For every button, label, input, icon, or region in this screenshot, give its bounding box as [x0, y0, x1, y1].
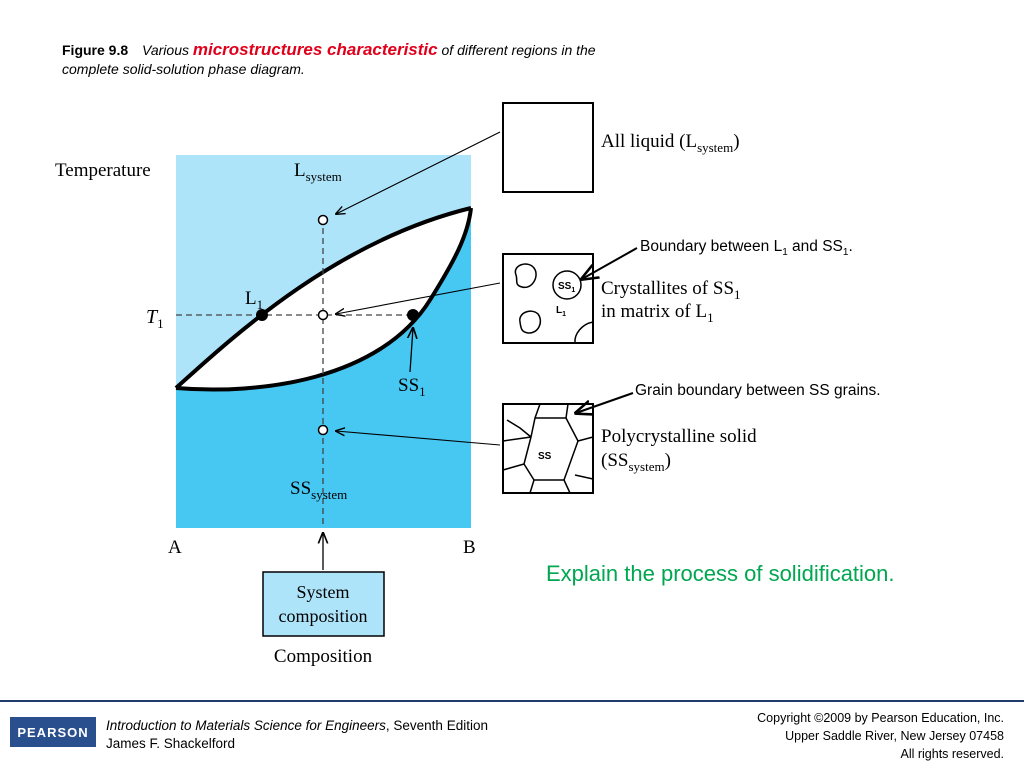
copyright-notice: Copyright ©2009 by Pearson Education, In… — [757, 709, 1004, 763]
polycrystalline-pointer-arrow — [336, 431, 501, 446]
grain-boundaries — [502, 403, 594, 494]
l1-label: L1 — [245, 288, 263, 312]
crystallite-grain — [519, 310, 542, 334]
boundary-annotation-arrow — [582, 247, 638, 279]
solid-point — [317, 424, 329, 436]
solid-region — [176, 208, 471, 528]
t1-label: T1 — [146, 306, 164, 331]
question-text: Explain the process of solidification. — [546, 561, 895, 586]
box-ss1-label: SS1 — [558, 281, 575, 294]
system-composition-line2: composition — [279, 606, 368, 626]
figure-caption: Figure 9.8 Various microstructures chara… — [62, 40, 622, 79]
l-system-label: Lsystem — [294, 160, 342, 184]
ss1-point — [407, 309, 419, 321]
copyright-line: All rights reserved. — [900, 747, 1004, 761]
book-author: James F. Shackelford — [106, 736, 236, 751]
label-b: B — [463, 537, 476, 558]
box-ss-label: SS — [538, 451, 552, 462]
label-a: A — [168, 537, 182, 558]
crystallite-grain — [574, 321, 594, 344]
book-edition: , Seventh Edition — [385, 718, 488, 733]
book-citation: Introduction to Materials Science for En… — [106, 717, 488, 753]
ss-system-label: SSsystem — [290, 478, 347, 502]
ss1-arrow — [410, 328, 413, 373]
polycrystalline-label-line2: (SSsystem) — [601, 450, 671, 474]
caption-highlight: microstructures characteristic — [192, 40, 438, 59]
crystallite-grain — [514, 263, 537, 289]
ss1-label: SS1 — [398, 375, 426, 399]
caption-text-after: of different regions in the complete sol… — [62, 42, 596, 77]
crystallites-pointer-arrow — [336, 282, 501, 314]
l1-point — [256, 309, 268, 321]
copyright-line: Copyright ©2009 by Pearson Education, In… — [757, 711, 1004, 725]
temperature-label: Temperature — [55, 160, 151, 181]
polycrystalline-label-line1: Polycrystalline solid — [601, 426, 757, 447]
liquidus-curve — [174, 206, 472, 390]
boundary-annotation: Boundary between L1 and SS1. — [640, 238, 853, 259]
solidus-curve — [175, 207, 473, 392]
pearson-logo: PEARSON — [10, 717, 96, 747]
system-composition-line1: System — [296, 582, 349, 602]
composition-axis-label: Composition — [274, 646, 373, 667]
liquid-pointer-arrow — [336, 131, 501, 214]
copyright-line: Upper Saddle River, New Jersey 07458 — [785, 729, 1004, 743]
grain-boundary-annotation: Grain boundary between SS grains. — [635, 382, 881, 399]
box-l1-label: L1 — [556, 305, 566, 318]
footer-divider — [0, 700, 1024, 702]
liquid-point — [317, 214, 329, 226]
figure-label: Figure 9.8 — [62, 42, 129, 58]
ss1-crystallite — [552, 270, 582, 300]
crystallites-label-line1: Crystallites of SS1 — [601, 278, 741, 302]
grain-annotation-arrow — [576, 392, 634, 413]
crystallites-label-line2: in matrix of L1 — [601, 301, 714, 325]
system-composition-box — [262, 571, 385, 637]
liquid-microstructure-label: All liquid (Lsystem) — [601, 131, 740, 155]
polycrystalline-microstructure-box — [502, 403, 594, 494]
liquid-microstructure-box — [502, 102, 594, 193]
caption-text-before: Various — [142, 42, 189, 58]
book-title: Introduction to Materials Science for En… — [106, 718, 386, 733]
two-phase-point — [317, 309, 329, 321]
phase-diagram: Temperature T1 Lsystem L1 SS1 SSsystem A… — [55, 102, 757, 667]
